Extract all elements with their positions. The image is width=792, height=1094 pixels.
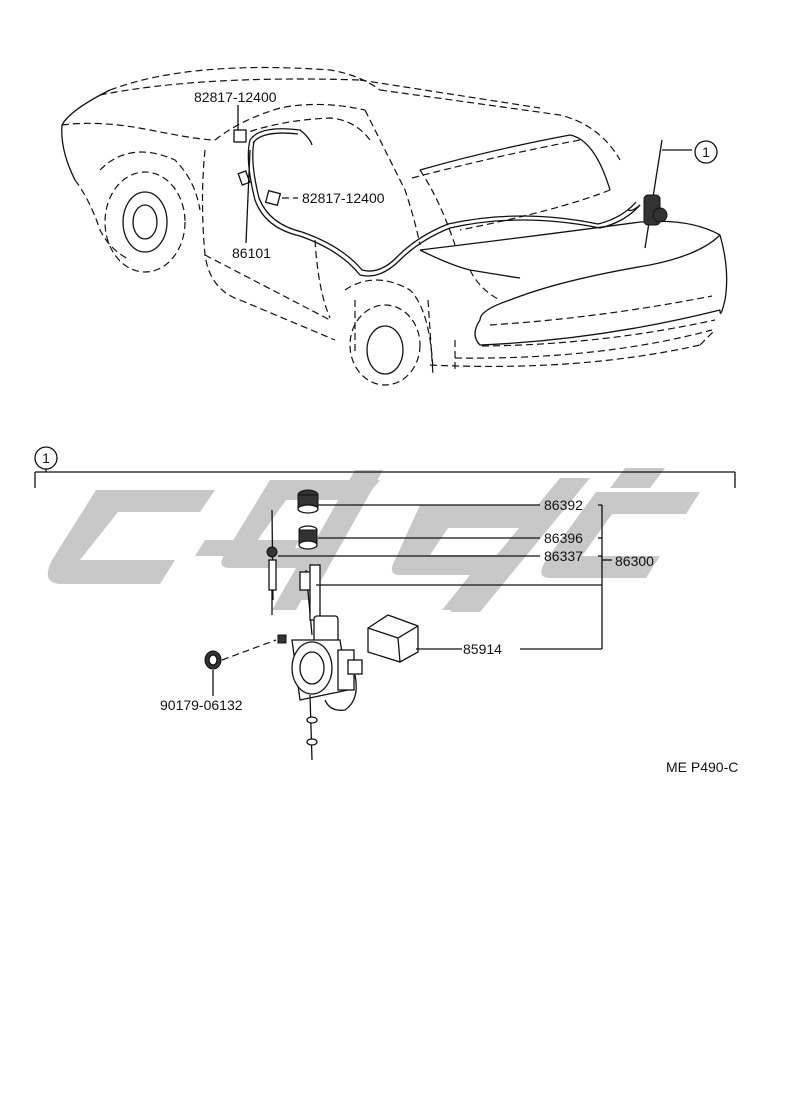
trim-clip-lower-marker (264, 189, 282, 207)
label-relay: 85914 (463, 641, 502, 657)
diagram-code: ME P490-C (666, 759, 738, 775)
watermark-logo (47, 468, 700, 612)
antenna-cord (237, 128, 641, 277)
callout-number-top: 1 (702, 144, 710, 160)
label-trim-clip-lower: 82817-12400 (302, 190, 385, 206)
label-bushing: 86396 (544, 530, 583, 546)
callout-circle-section (34, 446, 58, 470)
relay-part (367, 614, 419, 663)
label-mast: 86337 (544, 548, 583, 564)
antenna-mast (266, 509, 278, 615)
label-cap: 86392 (544, 497, 583, 513)
nut-part (204, 639, 277, 670)
callout-number-section: 1 (42, 450, 50, 466)
bushing-part (298, 525, 318, 550)
callout-circle-top (694, 140, 718, 164)
label-cord: 86101 (232, 245, 271, 261)
trim-clip-upper-marker (233, 129, 247, 143)
label-trim-clip-upper: 82817-12400 (194, 89, 277, 105)
vehicle-outline (61, 66, 728, 386)
antenna-motor-assembly (277, 564, 363, 761)
label-nut: 90179-06132 (160, 697, 243, 713)
cap-part (297, 489, 319, 514)
antenna-top (627, 139, 668, 249)
label-antenna-assembly: 86300 (615, 553, 654, 569)
